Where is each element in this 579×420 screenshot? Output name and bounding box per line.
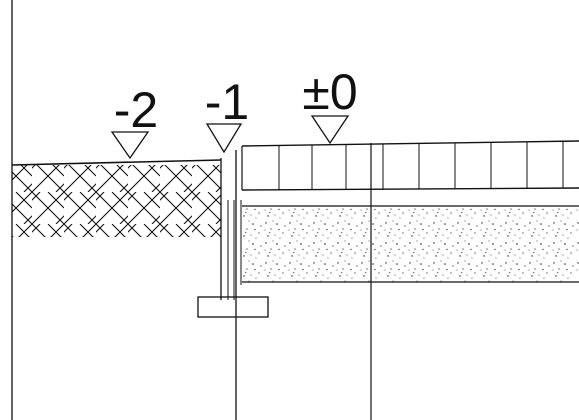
level-label-minus-2: -2 bbox=[113, 82, 159, 138]
wall bbox=[220, 150, 242, 420]
level-label-zero: ±0 bbox=[302, 64, 358, 120]
footing bbox=[197, 296, 269, 318]
level-marker-zero-icon bbox=[310, 115, 350, 145]
sand-layer bbox=[242, 205, 579, 283]
level-label-minus-1: -1 bbox=[204, 74, 250, 130]
level-marker-minus-1-icon bbox=[205, 123, 243, 154]
soil-layer bbox=[11, 159, 222, 237]
level-marker-minus-2-icon bbox=[110, 131, 150, 160]
paving-blocks bbox=[241, 140, 579, 191]
